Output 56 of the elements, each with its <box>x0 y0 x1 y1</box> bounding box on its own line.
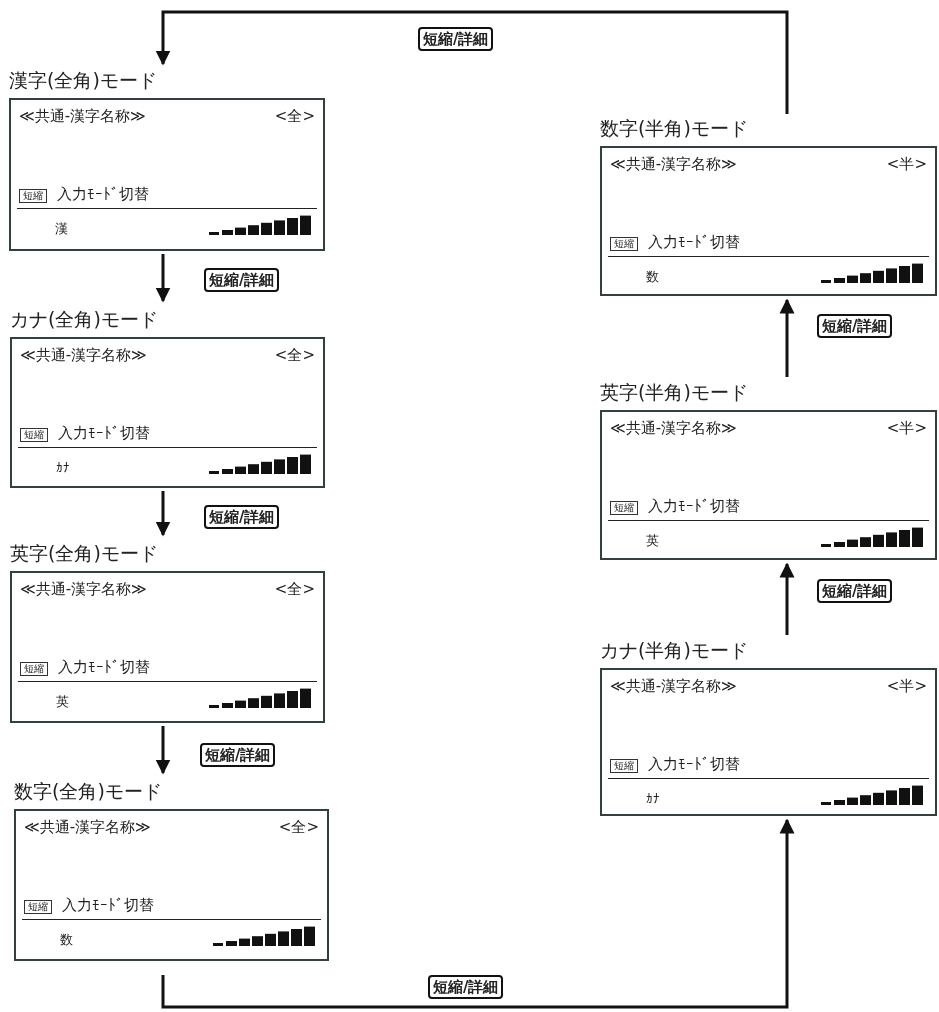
screen-header: ≪共通-漢字名称≫ <box>610 155 737 173</box>
edge-label: 短縮/詳細 <box>817 579 893 603</box>
arrow <box>155 491 171 537</box>
width-indicator: <半> <box>886 155 927 173</box>
input-mode-character: 英 <box>646 532 659 550</box>
screen-header: ≪共通-漢字名称≫ <box>610 419 737 437</box>
arrow <box>155 10 789 114</box>
screen-header: ≪共通-漢字名称≫ <box>24 818 151 836</box>
edge-label: 短縮/詳細 <box>817 314 893 338</box>
input-mode-character: 英 <box>56 693 69 711</box>
function-label: 入力ﾓｰﾄﾞ切替 <box>62 896 154 914</box>
mode-title: カナ(全角)モード <box>10 307 158 331</box>
function-label: 入力ﾓｰﾄﾞ切替 <box>648 497 740 515</box>
arrow <box>155 254 171 303</box>
edge-label: 短縮/詳細 <box>428 975 504 999</box>
width-indicator: <半> <box>886 419 927 437</box>
edge-label: 短縮/詳細 <box>418 27 494 51</box>
screen-header: ≪共通-漢字名称≫ <box>20 580 147 598</box>
function-label: 入力ﾓｰﾄﾞ切替 <box>57 185 149 203</box>
edge-label: 短縮/詳細 <box>200 743 276 767</box>
width-indicator: <全> <box>278 818 319 836</box>
screen-header: ≪共通-漢字名称≫ <box>20 346 147 364</box>
arrow <box>155 726 171 775</box>
width-indicator: <全> <box>274 580 315 598</box>
arrow <box>779 298 795 377</box>
screen-header: ≪共通-漢字名称≫ <box>610 677 737 695</box>
mode-title: 数字(全角)モード <box>14 779 162 803</box>
soft-key-label: 短縮 <box>610 759 638 773</box>
input-mode-character: 数 <box>646 268 659 286</box>
function-label: 入力ﾓｰﾄﾞ切替 <box>648 755 740 773</box>
soft-key-label: 短縮 <box>20 428 48 442</box>
input-mode-character: 漢 <box>55 220 68 238</box>
soft-key-label: 短縮 <box>610 501 638 515</box>
arrow <box>161 818 795 1009</box>
soft-key-label: 短縮 <box>19 189 47 203</box>
mode-title: 英字(全角)モード <box>10 541 158 565</box>
mode-title: 漢字(全角)モード <box>9 68 157 92</box>
arrow <box>779 562 795 635</box>
mode-title: カナ(半角)モード <box>600 638 748 662</box>
input-mode-character: ｶﾅ <box>646 790 660 808</box>
mode-title: 英字(半角)モード <box>600 380 748 404</box>
width-indicator: <半> <box>886 677 927 695</box>
soft-key-label: 短縮 <box>20 662 48 676</box>
mode-title: 数字(半角)モード <box>600 116 748 140</box>
width-indicator: <全> <box>274 346 315 364</box>
function-label: 入力ﾓｰﾄﾞ切替 <box>58 424 150 442</box>
function-label: 入力ﾓｰﾄﾞ切替 <box>648 233 740 251</box>
input-mode-character: ｶﾅ <box>56 459 70 477</box>
input-mode-character: 数 <box>60 931 73 949</box>
width-indicator: <全> <box>274 107 315 125</box>
screen-header: ≪共通-漢字名称≫ <box>19 107 146 125</box>
edge-label: 短縮/詳細 <box>204 505 280 529</box>
edge-label: 短縮/詳細 <box>204 268 280 292</box>
function-label: 入力ﾓｰﾄﾞ切替 <box>58 658 150 676</box>
soft-key-label: 短縮 <box>24 900 52 914</box>
soft-key-label: 短縮 <box>610 237 638 251</box>
